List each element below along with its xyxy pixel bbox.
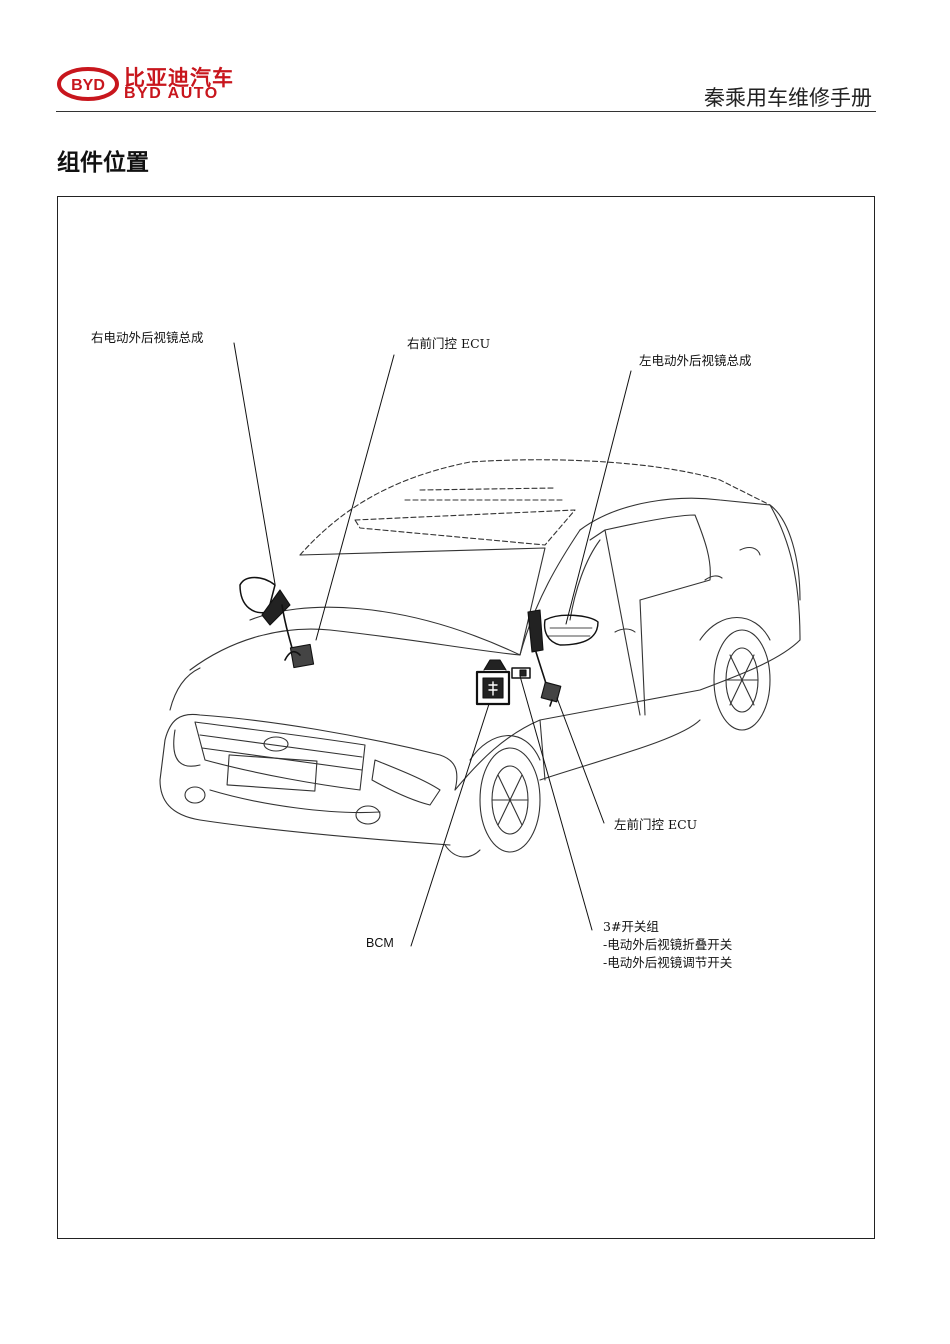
left-door-ecu-component (540, 681, 562, 707)
callout-bcm: BCM (366, 936, 394, 950)
section-title: 组件位置 (57, 150, 149, 176)
car-roof (299, 459, 771, 556)
manual-title: 秦乘用车维修手册 (704, 86, 872, 110)
callout-right-mirror: 右电动外后视镜总成 (91, 330, 204, 345)
leader-lines (233, 342, 632, 947)
left-mirror-component (527, 609, 599, 691)
svg-text:BYD: BYD (71, 77, 105, 94)
diagram-frame (57, 196, 875, 1239)
right-door-ecu-component (284, 643, 315, 669)
header-divider (56, 111, 876, 112)
callout-left-door-ecu: 左前门控 ECU (614, 817, 698, 832)
callout-switch-group: 3#开关组 -电动外后视镜折叠开关 -电动外后视镜调节开关 (603, 918, 732, 972)
switch-group-title: 3#开关组 (603, 919, 659, 934)
logo-english-text: BYD AUTO (124, 85, 219, 102)
bcm-component (475, 659, 511, 706)
logo-chinese-text: 比亚迪汽车 (124, 66, 234, 90)
switch-group-item: -电动外后视镜调节开关 (603, 955, 733, 970)
byd-logo-icon: BYD (57, 67, 119, 101)
switch-group-item: -电动外后视镜折叠开关 (603, 937, 733, 952)
right-mirror-component (239, 576, 293, 649)
callout-left-mirror: 左电动外后视镜总成 (639, 353, 752, 368)
switch-group-component (511, 667, 531, 679)
callout-right-door-ecu: 右前门控 ECU (407, 336, 491, 351)
